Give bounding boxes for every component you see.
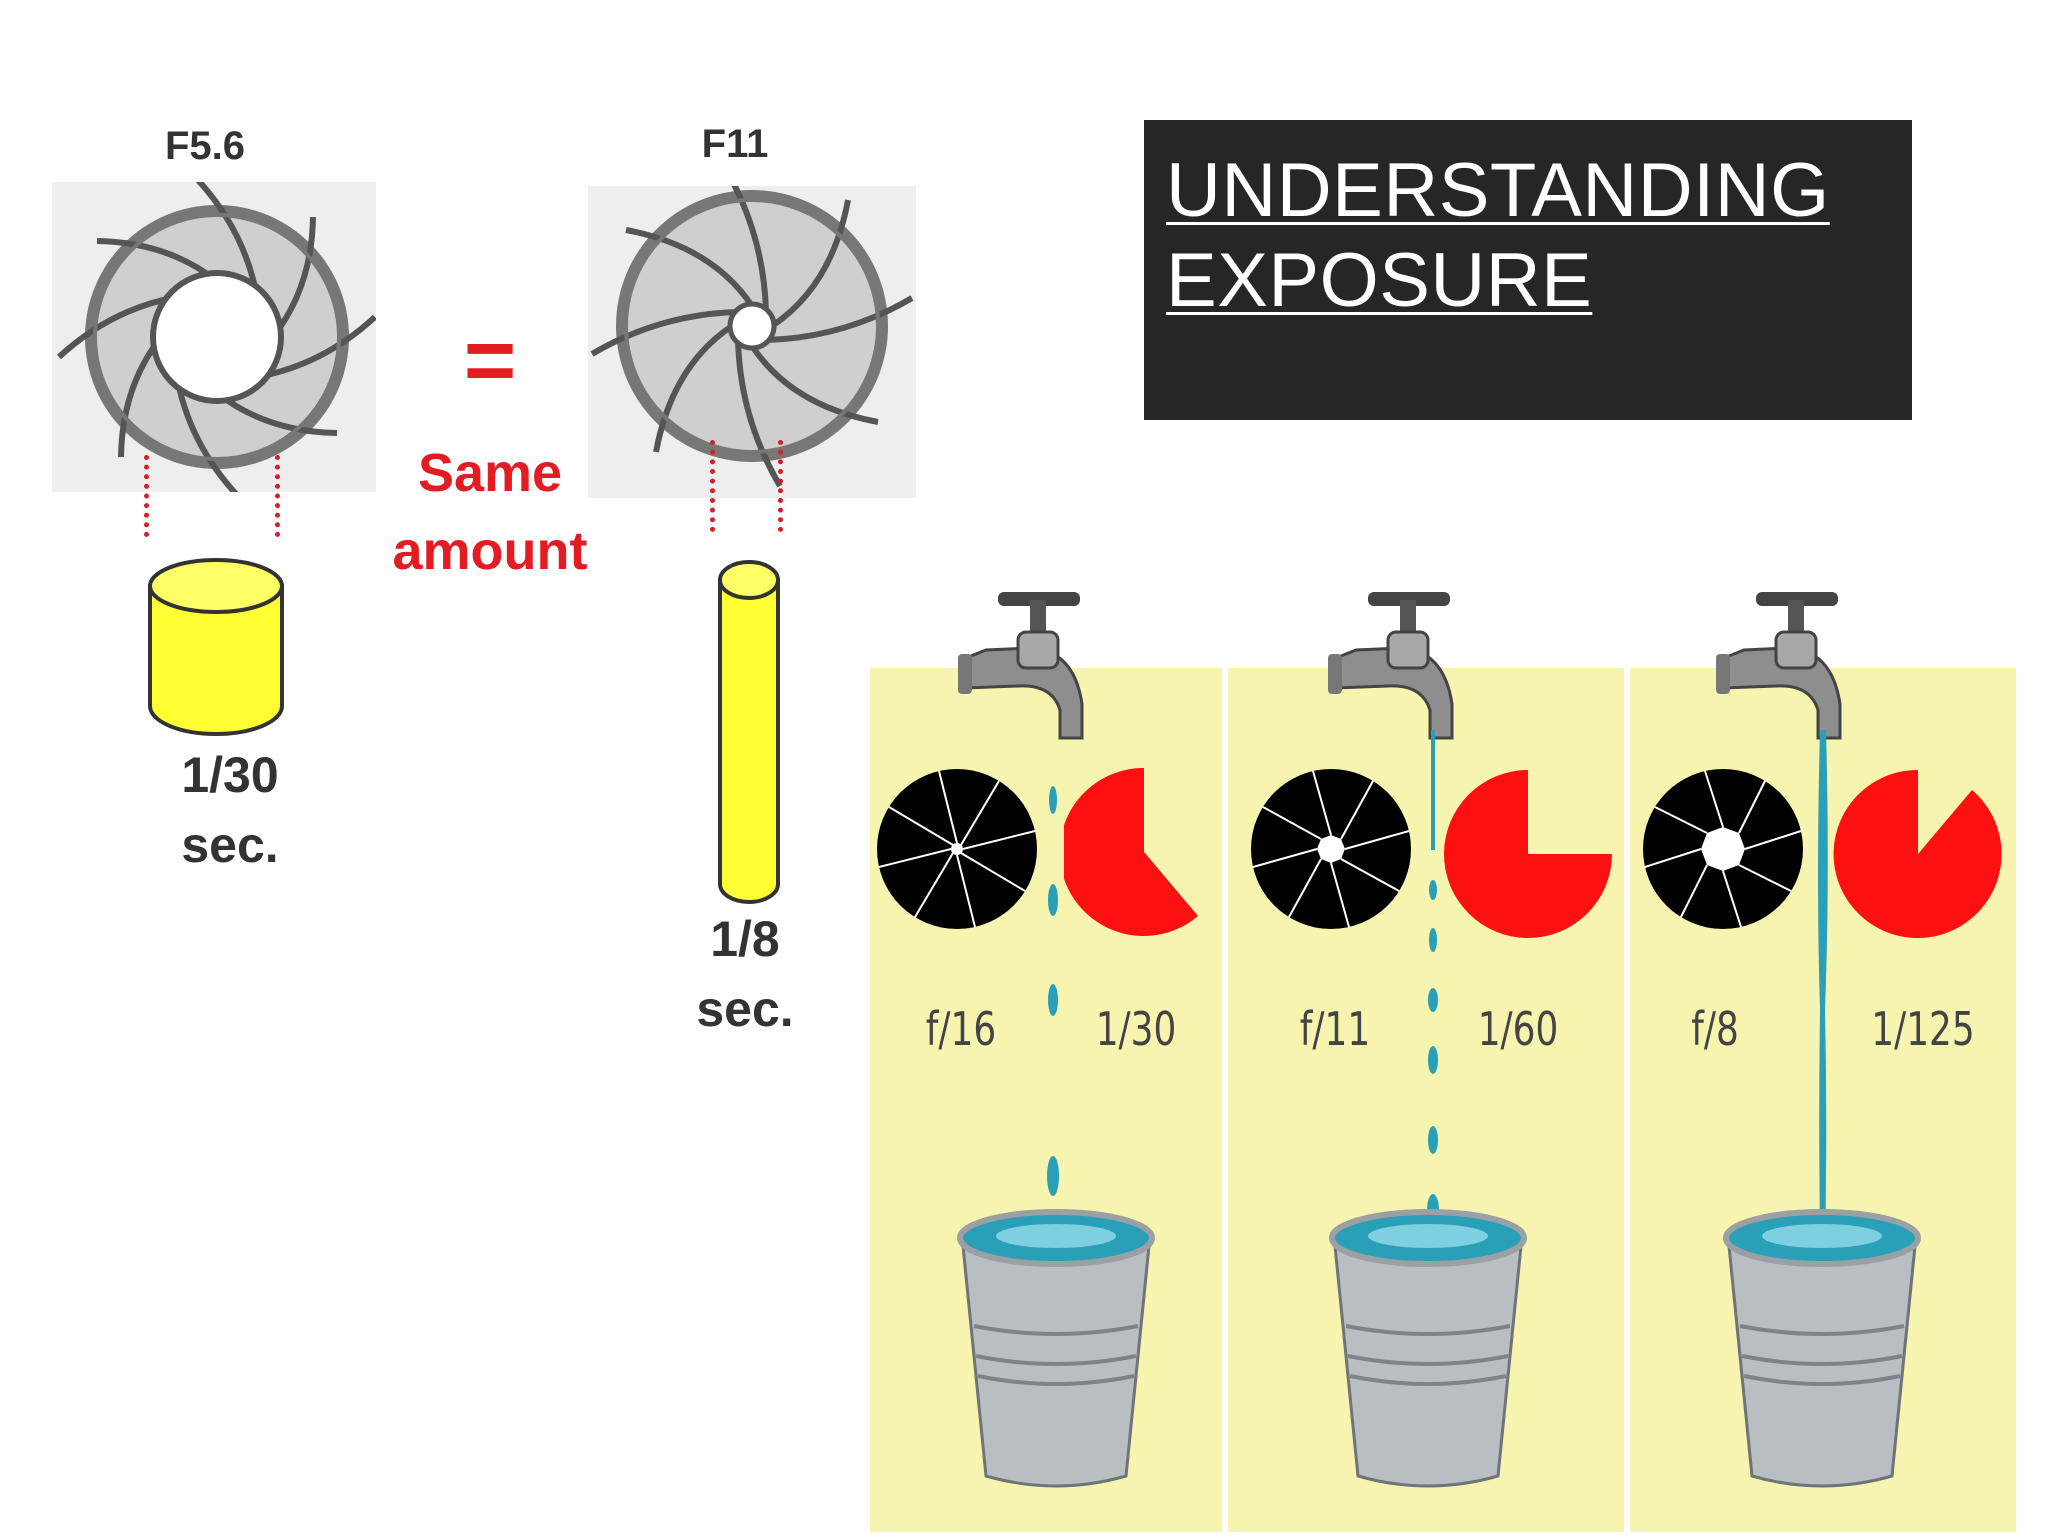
aperture-f11-icon xyxy=(1251,769,1411,929)
aperture-value-3: f/8 xyxy=(1691,1002,1739,1056)
aperture-panel-left xyxy=(52,176,378,498)
title-box: UNDERSTANDING EXPOSURE xyxy=(1144,120,1912,420)
aperture-value-2: f/11 xyxy=(1299,1002,1371,1056)
same-amount-line-1: Same xyxy=(417,443,563,503)
bucket-icon xyxy=(957,1209,1155,1488)
aperture-f16-icon xyxy=(877,769,1037,929)
title-line-2: EXPOSURE xyxy=(1166,238,1593,323)
aperture-label-left: F5.6 xyxy=(164,124,246,168)
same-amount-line-2: amount xyxy=(392,521,588,581)
time-unit-left: sec. xyxy=(181,817,279,873)
time-value-right: 1/8 xyxy=(710,911,780,967)
guide-line xyxy=(710,440,715,532)
faucet-icon xyxy=(1328,592,1454,740)
analogy-panel-1: f/16 1/30 xyxy=(870,580,1222,1532)
faucet-icon xyxy=(1716,592,1842,740)
exposure-cylinder-tall xyxy=(718,560,780,904)
water-stream-icon xyxy=(1818,730,1828,1288)
equals-sign: = xyxy=(463,311,517,411)
aperture-value-1: f/16 xyxy=(925,1002,997,1056)
title-line-1: UNDERSTANDING xyxy=(1166,148,1830,233)
time-unit-right: sec. xyxy=(696,981,794,1037)
shutter-1-60-pie-icon xyxy=(1444,770,1612,938)
analogy-panel-2: f/11 1/60 xyxy=(1228,580,1624,1532)
bucket-icon xyxy=(1723,1209,1921,1488)
aperture-label-right: F11 xyxy=(701,122,769,166)
bucket-icon xyxy=(1329,1209,1527,1488)
analogy-panel-3: f/8 1/125 xyxy=(1630,580,2016,1532)
shutter-1-30-pie-icon xyxy=(1064,768,1198,936)
aperture-wide-icon xyxy=(56,176,378,498)
shutter-value-1: 1/30 xyxy=(1095,1002,1177,1056)
shutter-value-3: 1/125 xyxy=(1871,1002,1975,1056)
faucet-icon xyxy=(958,592,1084,740)
guide-line xyxy=(275,455,280,537)
shutter-value-2: 1/60 xyxy=(1477,1002,1559,1056)
guide-line xyxy=(778,440,783,532)
aperture-f8-icon xyxy=(1643,769,1803,929)
aperture-narrow-icon xyxy=(590,164,914,488)
shutter-1-125-pie-icon xyxy=(1833,769,2002,938)
time-value-left: 1/30 xyxy=(181,747,279,803)
panel-divider xyxy=(1222,668,1228,1532)
guide-line xyxy=(144,455,149,537)
panel-divider xyxy=(1624,668,1630,1532)
aperture-panel-right xyxy=(588,164,916,498)
exposure-cylinder-short xyxy=(148,558,284,736)
